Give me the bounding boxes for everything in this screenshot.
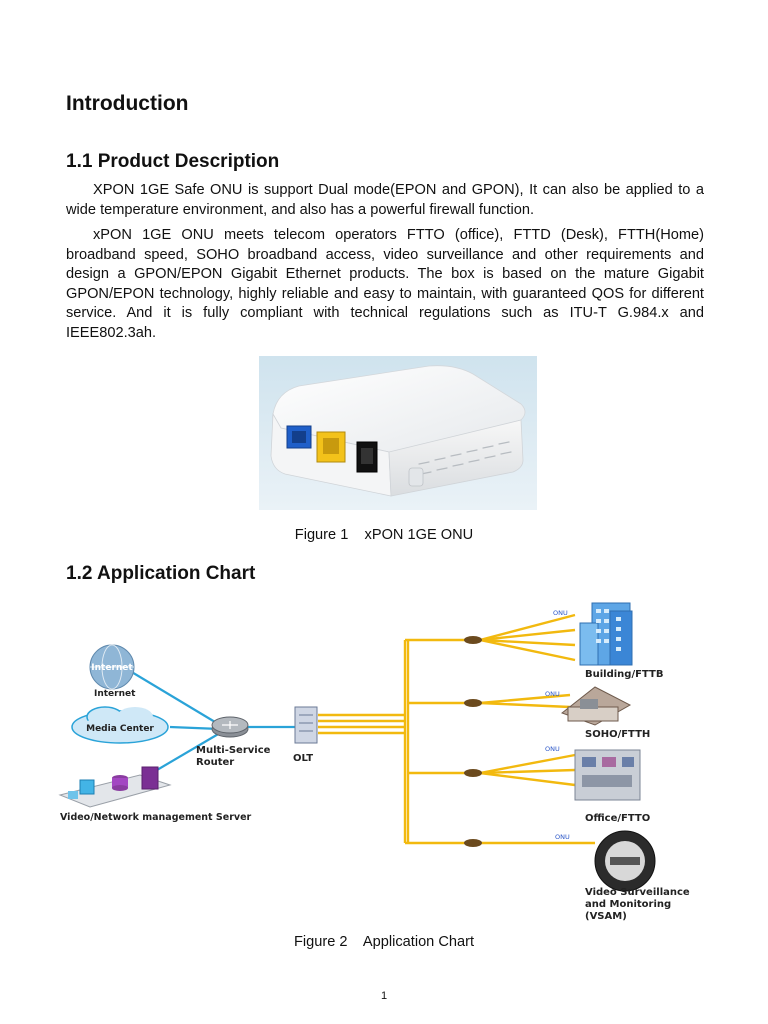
- onu-label: ONU: [555, 833, 570, 841]
- onu-label: ONU: [545, 690, 560, 698]
- router-icon: [211, 716, 249, 738]
- paragraph: XPON 1GE Safe ONU is support Dual mode(E…: [66, 182, 704, 218]
- office-icon: [574, 749, 641, 801]
- onu-label: ONU: [553, 609, 568, 617]
- paragraph: xPON 1GE ONU meets telecom operators FTT…: [66, 227, 704, 341]
- section-title-product-description: 1.1 Product Description: [66, 151, 280, 172]
- server-label: Video/Network management Server: [60, 812, 252, 823]
- vsam-label-line1: Video Surveillance: [585, 887, 690, 898]
- page-number: 1: [380, 990, 388, 1002]
- media-center-label: Media Center: [86, 724, 154, 734]
- camera-icon: [594, 830, 656, 892]
- olt-label: OLT: [293, 753, 313, 764]
- vsam-label-line3: (VSAM): [585, 911, 627, 922]
- building-icon: [579, 602, 633, 666]
- router-label-line2: Router: [196, 757, 234, 768]
- onu-device-image: [259, 356, 537, 510]
- server-icon: [58, 766, 172, 808]
- office-label: Office/FTTO: [585, 813, 650, 824]
- internet-label: Internet: [94, 689, 136, 699]
- home-icon: [560, 686, 632, 726]
- page-heading: Introduction: [66, 92, 189, 115]
- internet-cloud-label: Internet: [91, 663, 133, 673]
- soho-label: SOHO/FTTH: [585, 729, 650, 740]
- media-center-cloud-icon: Media Center: [71, 706, 169, 744]
- internet-globe-icon: Internet: [89, 644, 135, 690]
- vsam-label-line2: and Monitoring: [585, 899, 671, 910]
- router-label-line1: Multi-Service: [196, 745, 271, 756]
- splitter-nodes: [464, 636, 482, 847]
- fiber-links: [318, 613, 595, 845]
- figure-2-caption: Figure 2 Application Chart: [293, 934, 475, 950]
- application-chart-diagram: Internet Internet Media Center Multi-Ser…: [58, 602, 690, 922]
- figure-1-caption: Figure 1 xPON 1GE ONU: [294, 527, 474, 543]
- onu-label: ONU: [545, 745, 560, 753]
- olt-icon: [294, 706, 318, 744]
- building-label: Building/FTTB: [585, 669, 663, 680]
- section-title-application-chart: 1.2 Application Chart: [66, 563, 256, 584]
